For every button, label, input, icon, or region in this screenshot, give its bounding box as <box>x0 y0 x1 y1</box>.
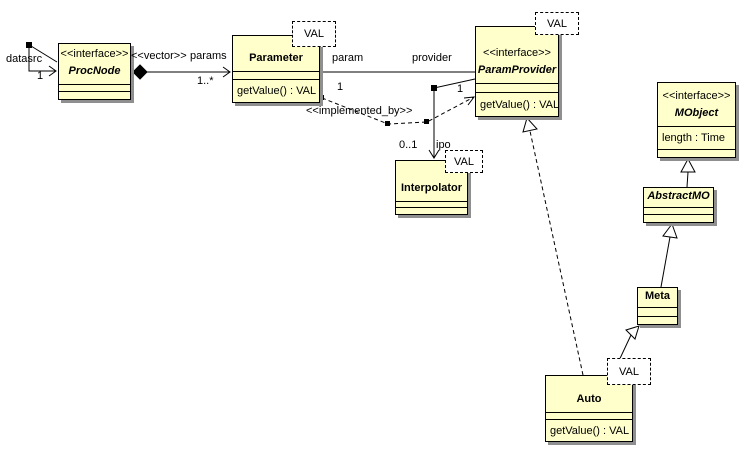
composition-diamond-icon <box>132 64 148 80</box>
operations-compartment <box>396 207 467 214</box>
template-param-label: VAL <box>454 155 474 168</box>
class-meta[interactable]: Meta <box>637 287 678 325</box>
attributes-compartment <box>59 84 130 91</box>
generalization-triangle-icon <box>625 325 640 340</box>
operation: getValue() : VAL <box>550 424 630 437</box>
datasrc-self-association[interactable] <box>26 42 58 77</box>
label-implemented-by-mult: 1 <box>337 81 344 93</box>
class-procnode[interactable]: <<interface>> ProcNode <box>58 43 131 100</box>
class-parameter[interactable]: Parameter getValue() : VAL <box>232 35 320 103</box>
attributes-compartment <box>476 83 558 92</box>
operations-compartment: getValue() : VAL <box>233 79 319 102</box>
parameter-template-param[interactable]: VAL <box>292 21 336 47</box>
stereotype: <<interface>> <box>483 47 551 59</box>
operations-compartment <box>658 149 735 157</box>
class-auto[interactable]: Auto getValue() : VAL <box>545 375 633 442</box>
waypoint-marker <box>319 95 324 100</box>
stereotype: <<interface>> <box>60 48 129 60</box>
template-param-label: VAL <box>304 28 324 40</box>
label-ipo-mult: 0..1 <box>399 139 418 151</box>
waypoint-marker <box>431 85 437 91</box>
class-name: Auto <box>576 393 602 405</box>
label-ipo-role: ipo <box>436 139 451 151</box>
auto-template-param[interactable]: VAL <box>607 358 651 385</box>
waypoint-marker <box>26 42 32 48</box>
auto-paramprovider-realization[interactable] <box>522 116 584 376</box>
implemented-by-dependency[interactable] <box>319 95 476 126</box>
label-params-role: params <box>190 50 227 62</box>
generalization-triangle-icon <box>680 157 696 173</box>
operation: getValue() : VAL <box>480 98 558 111</box>
class-name: ParamProvider <box>477 64 557 76</box>
generalization-triangle-icon <box>662 222 678 239</box>
class-mobject[interactable]: <<interface>> MObject length : Time <box>657 82 736 158</box>
template-param-label: VAL <box>619 365 639 378</box>
template-param-label: VAL <box>547 17 567 30</box>
interpolator-template-param[interactable]: VAL <box>445 150 483 173</box>
attributes-compartment <box>233 71 319 79</box>
attribute: length : Time <box>662 132 725 144</box>
label-provider-end-mult: 1 <box>457 83 464 95</box>
label-vector-stereotype: <<vector>> <box>131 50 187 62</box>
class-paramprovider[interactable]: <<interface>> ParamProvider getValue() :… <box>475 26 559 117</box>
procnode-parameter-composition[interactable] <box>132 64 231 80</box>
operations-compartment <box>644 214 713 222</box>
label-implemented-by-stereotype: <<implemented_by>> <box>306 105 413 117</box>
label-provider-role: provider <box>412 52 452 64</box>
label-datasrc-role: datasrc <box>6 53 43 65</box>
operations-compartment <box>59 91 130 99</box>
attributes-compartment: length : Time <box>658 126 735 149</box>
class-name: Interpolator <box>400 182 463 194</box>
class-name: ProcNode <box>68 65 121 77</box>
operations-compartment <box>638 316 677 324</box>
abstractmo-mobject-generalization[interactable] <box>680 157 696 188</box>
paramprovider-template-param[interactable]: VAL <box>535 12 579 35</box>
generalization-triangle-icon <box>522 116 538 133</box>
operation: getValue() : VAL <box>237 85 317 97</box>
attributes-compartment <box>644 207 713 214</box>
paramprovider-interpolator-association[interactable] <box>428 78 476 159</box>
class-name: MObject <box>674 107 719 119</box>
meta-abstractmo-generalization[interactable] <box>660 222 678 288</box>
operations-compartment: getValue() : VAL <box>476 92 558 116</box>
label-params-mult: 1..* <box>197 75 214 87</box>
attributes-compartment <box>546 412 632 419</box>
waypoint-marker <box>424 119 429 124</box>
attributes-compartment <box>396 201 467 207</box>
class-name: AbstractMO <box>647 190 710 202</box>
operations-compartment: getValue() : VAL <box>546 419 632 441</box>
waypoint-marker <box>385 121 390 126</box>
stereotype: <<interface>> <box>662 90 731 102</box>
label-datasrc-mult: 1 <box>37 70 44 82</box>
class-abstractmo[interactable]: AbstractMO <box>643 187 714 223</box>
class-name: Parameter <box>249 52 303 64</box>
label-param-role: param <box>332 52 364 64</box>
class-name: Meta <box>644 290 671 302</box>
attributes-compartment <box>638 307 677 316</box>
